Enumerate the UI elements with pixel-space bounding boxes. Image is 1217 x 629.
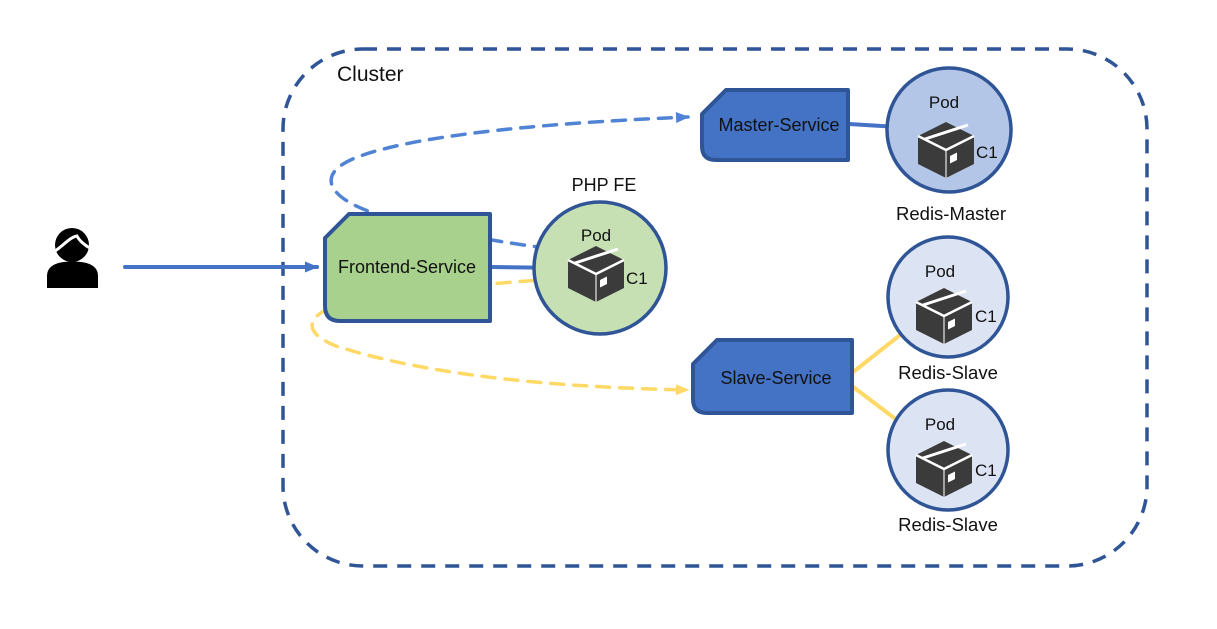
cluster-label: Cluster xyxy=(337,63,404,86)
user-icon xyxy=(47,228,98,288)
redis-master-container-label: C1 xyxy=(976,143,998,162)
cluster-boundary xyxy=(281,47,1149,568)
php-pod-label: Pod xyxy=(581,226,611,245)
redis-slave-bottom-caption: Redis-Slave xyxy=(898,514,998,535)
master-service-node: Master-Service xyxy=(700,88,850,162)
redis-slave-bottom-container-label: C1 xyxy=(975,461,997,480)
redis-master-pod-label: Pod xyxy=(929,93,959,112)
redis-slave-top-container-label: C1 xyxy=(975,307,997,326)
php-pod-node: PHP FE Pod C1 xyxy=(532,175,668,336)
master-service-label: Master-Service xyxy=(718,115,839,135)
frontend-service-label: Frontend-Service xyxy=(338,257,476,277)
redis-master-caption: Redis-Master xyxy=(896,203,1006,224)
slave-service-label: Slave-Service xyxy=(720,368,831,388)
redis-slave-top-caption: Redis-Slave xyxy=(898,362,998,383)
redis-slave-bottom-pod-label: Pod xyxy=(925,415,955,434)
master-service-shape xyxy=(700,88,850,162)
frontend-service-shape xyxy=(323,212,492,323)
php-container-label: C1 xyxy=(626,269,648,288)
slave-service-shape xyxy=(691,338,854,415)
edge-php-pod-to-master-service xyxy=(329,112,690,253)
redis-slave-top-pod-label: Pod xyxy=(925,262,955,281)
redis-slave-bottom-pod-node: Pod C1 Redis-Slave xyxy=(886,388,1010,535)
slave-service-node: Slave-Service xyxy=(691,338,854,415)
redis-slave-top-pod-node: Pod C1 Redis-Slave xyxy=(886,235,1010,383)
redis-master-pod-node: Pod C1 Redis-Master xyxy=(885,66,1013,224)
php-pod-title: PHP FE xyxy=(572,175,637,195)
frontend-service-node: Frontend-Service xyxy=(323,212,492,323)
